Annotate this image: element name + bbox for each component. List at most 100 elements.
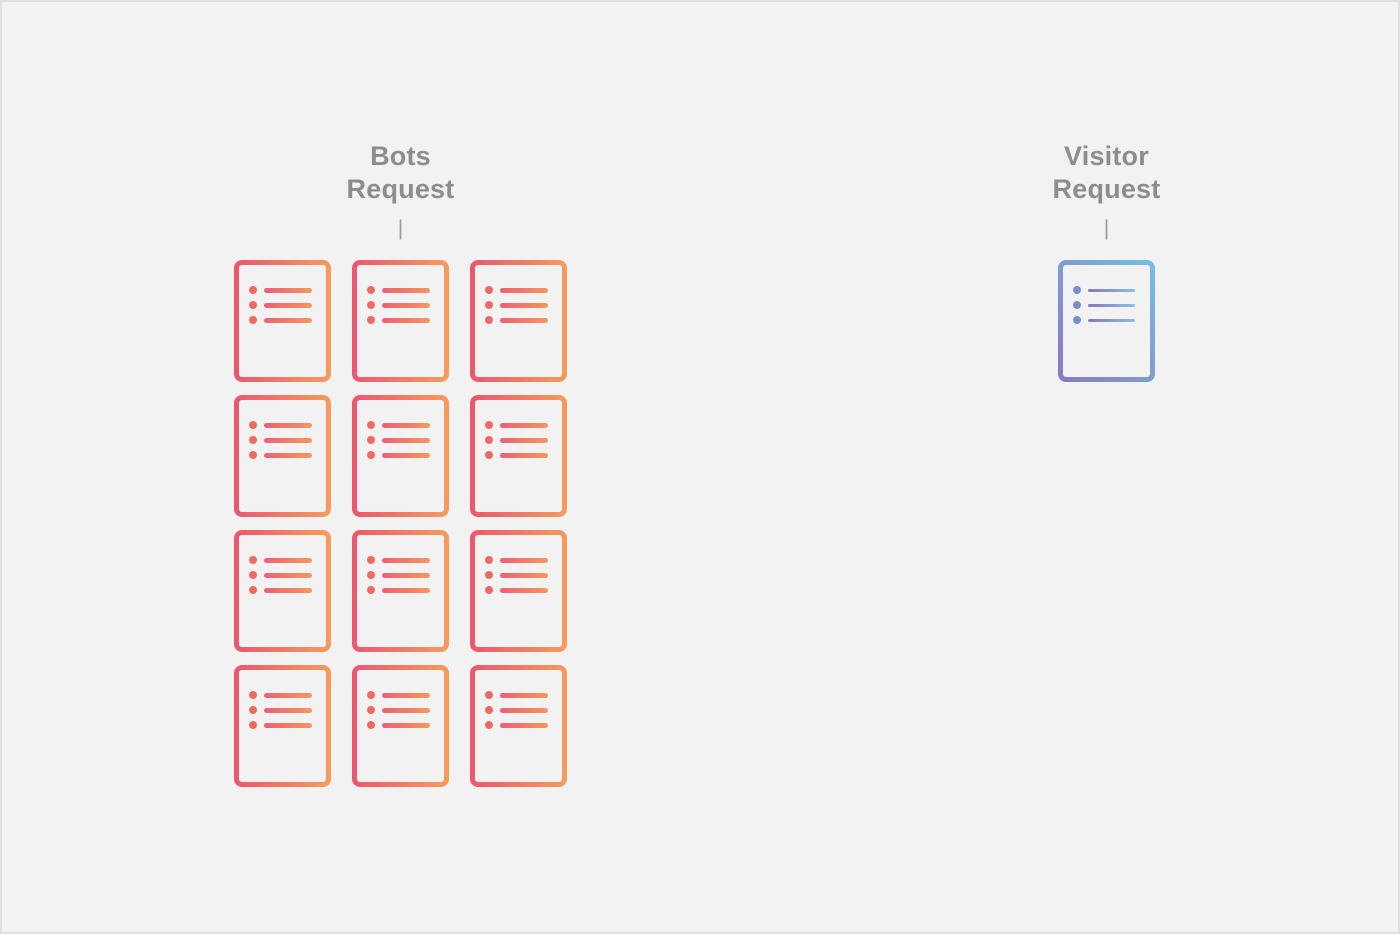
visitor-documents-grid [940, 260, 1273, 382]
list-line [500, 557, 548, 563]
list-line [1088, 288, 1135, 292]
document-list-row [367, 286, 444, 294]
document-list-row [367, 586, 444, 594]
list-bullet-icon [485, 316, 493, 324]
bots-documents-grid [234, 260, 567, 787]
list-line [1088, 318, 1135, 322]
document-list-row [367, 451, 444, 459]
bots-document-icon [470, 395, 567, 517]
list-bullet-icon [1073, 286, 1081, 294]
list-line [500, 287, 548, 293]
list-line [264, 317, 312, 323]
document-list-row [249, 286, 326, 294]
bots-document-icon [234, 260, 331, 382]
list-bullet-icon [1073, 316, 1081, 324]
list-bullet-icon [485, 436, 493, 444]
list-line [382, 317, 430, 323]
list-bullet-icon [367, 451, 375, 459]
document-list-row [367, 571, 444, 579]
document-list-row [367, 556, 444, 564]
visitor-title-line-1: Visitor [1064, 141, 1149, 171]
list-line [264, 437, 312, 443]
list-bullet-icon [485, 421, 493, 429]
visitor-request-section: Visitor Request | [940, 140, 1273, 382]
bots-document-icon [234, 395, 331, 517]
list-bullet-icon [1073, 301, 1081, 309]
list-line [382, 287, 430, 293]
bots-request-section: Bots Request | [234, 140, 567, 787]
document-list-row [485, 451, 562, 459]
list-line [382, 692, 430, 698]
list-line [382, 302, 430, 308]
bots-document-icon [234, 665, 331, 787]
list-line [500, 572, 548, 578]
list-line [500, 692, 548, 698]
document-list-row [367, 721, 444, 729]
list-line [500, 317, 548, 323]
visitor-title-line-2: Request [1052, 174, 1161, 204]
document-list-row [249, 451, 326, 459]
visitor-document-icon [1058, 260, 1155, 382]
list-bullet-icon [485, 586, 493, 594]
document-list-row [367, 691, 444, 699]
document-list-row [485, 586, 562, 594]
list-line [382, 437, 430, 443]
document-list-row [485, 436, 562, 444]
document-list-row [249, 706, 326, 714]
list-bullet-icon [367, 286, 375, 294]
document-list-row [367, 421, 444, 429]
bots-connector-tick: | [397, 217, 404, 240]
bots-document-icon [352, 530, 449, 652]
document-list-row [485, 301, 562, 309]
list-line [500, 437, 548, 443]
visitor-connector-tick: | [1103, 217, 1110, 240]
bots-document-icon [234, 530, 331, 652]
document-list-row [1073, 301, 1150, 309]
list-bullet-icon [249, 301, 257, 309]
list-line [500, 422, 548, 428]
list-line [500, 587, 548, 593]
document-list-row [367, 316, 444, 324]
document-list-row [1073, 316, 1150, 324]
list-bullet-icon [249, 691, 257, 699]
list-bullet-icon [367, 556, 375, 564]
document-list-row [249, 421, 326, 429]
list-bullet-icon [249, 721, 257, 729]
visitor-request-title: Visitor Request [940, 140, 1273, 206]
list-bullet-icon [249, 316, 257, 324]
list-bullet-icon [249, 286, 257, 294]
document-list-row [367, 436, 444, 444]
list-bullet-icon [367, 706, 375, 714]
list-bullet-icon [485, 451, 493, 459]
list-line [264, 557, 312, 563]
document-list-row [485, 706, 562, 714]
list-line [264, 692, 312, 698]
list-bullet-icon [367, 421, 375, 429]
list-bullet-icon [367, 721, 375, 729]
list-bullet-icon [367, 316, 375, 324]
list-line [382, 452, 430, 458]
list-line [382, 572, 430, 578]
bots-document-icon [470, 260, 567, 382]
bots-document-icon [470, 530, 567, 652]
list-bullet-icon [249, 421, 257, 429]
list-line [264, 707, 312, 713]
list-line [382, 722, 430, 728]
list-bullet-icon [367, 586, 375, 594]
list-bullet-icon [249, 436, 257, 444]
list-bullet-icon [485, 721, 493, 729]
list-bullet-icon [249, 451, 257, 459]
document-list-row [485, 286, 562, 294]
document-list-row [485, 721, 562, 729]
list-line [500, 302, 548, 308]
list-bullet-icon [249, 556, 257, 564]
list-line [500, 452, 548, 458]
bots-document-icon [470, 665, 567, 787]
bots-document-icon [352, 665, 449, 787]
document-list-row [249, 721, 326, 729]
list-line [264, 587, 312, 593]
bots-document-icon [352, 260, 449, 382]
list-bullet-icon [249, 706, 257, 714]
list-bullet-icon [485, 556, 493, 564]
